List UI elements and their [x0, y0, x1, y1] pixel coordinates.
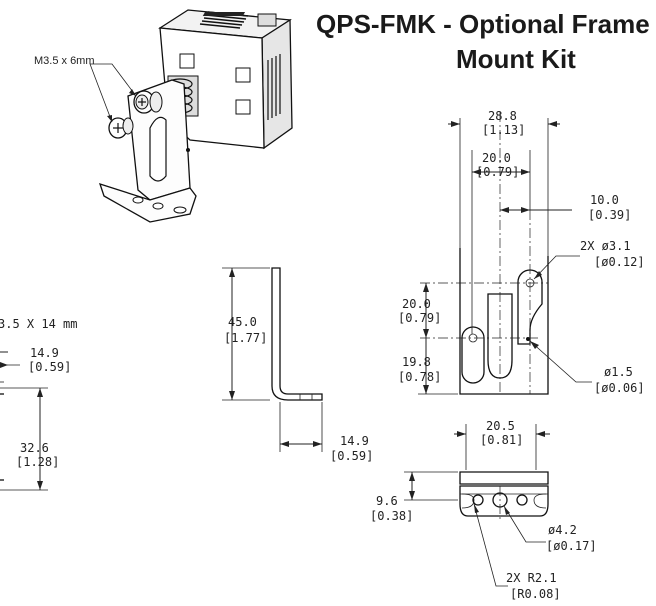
left-partial-view: 3.5 X 14 mm 14.9 [0.59] 32.6 [1.28]: [0, 317, 77, 491]
side-height-mm: 45.0: [228, 315, 257, 329]
bottom-radius-mm: 2X R2.1: [506, 571, 557, 585]
front-overall-width-mm: 28.8: [488, 109, 517, 123]
front-slot-span-in: [0.79]: [476, 165, 519, 179]
front-overall-width-in: [1.13]: [482, 123, 525, 137]
front-offset-in: [0.39]: [588, 208, 631, 222]
front-small-hole-in: [ø0.06]: [594, 381, 645, 395]
screw-leader-upper: [90, 63, 137, 97]
left-height-in: [1.28]: [16, 455, 59, 469]
left-width-mm: 14.9: [30, 346, 59, 360]
bottom-depth-in: [0.38]: [370, 509, 413, 523]
left-width-in: [0.59]: [28, 360, 71, 374]
screw-upper: [133, 90, 163, 114]
slot-size-label: 3.5 X 14 mm: [0, 317, 77, 331]
bottom-width-in: [0.81]: [480, 433, 523, 447]
bottom-depth-mm: 9.6: [376, 494, 398, 508]
front-vert-a-mm: 20.0: [402, 297, 431, 311]
screw-lower: [108, 117, 134, 139]
bottom-radius-in: [R0.08]: [510, 587, 561, 601]
front-hole-dia-mm: 2X ø3.1: [580, 239, 631, 253]
side-foot-in: [0.59]: [330, 449, 373, 463]
front-slot-span-mm: 20.0: [482, 151, 511, 165]
front-vert-b-mm: 19.8: [402, 355, 431, 369]
front-offset-mm: 10.0: [590, 193, 619, 207]
side-foot-mm: 14.9: [340, 434, 369, 448]
title-line-2: Mount Kit: [456, 44, 576, 74]
front-view: 28.8 [1.13] 20.0 [0.79] 10.0 [0.39] 2X ø…: [398, 109, 645, 395]
side-height-in: [1.77]: [224, 331, 267, 345]
left-height-mm: 32.6: [20, 441, 49, 455]
front-vert-a-in: [0.79]: [398, 311, 441, 325]
bottom-center-hole-mm: ø4.2: [548, 523, 577, 537]
title-line-1: QPS-FMK - Optional Frame: [316, 9, 650, 39]
bottom-center-hole-in: [ø0.17]: [546, 539, 597, 553]
bottom-view: 20.5 [0.81] 9.6 [0.38] ø4.2 [ø0.17] 2X R…: [370, 419, 597, 601]
screw-callout-label: M3.5 x 6mm: [34, 55, 95, 67]
front-vert-b-in: [0.78]: [398, 370, 441, 384]
sensor-with-bracket-illustration: [98, 9, 293, 223]
bottom-width-mm: 20.5: [486, 419, 515, 433]
side-view: 45.0 [1.77] 14.9 [0.59]: [222, 267, 373, 463]
front-small-hole-mm: ø1.5: [604, 365, 633, 379]
screw-leader-lower: [89, 63, 113, 123]
front-hole-dia-in: [ø0.12]: [594, 255, 645, 269]
